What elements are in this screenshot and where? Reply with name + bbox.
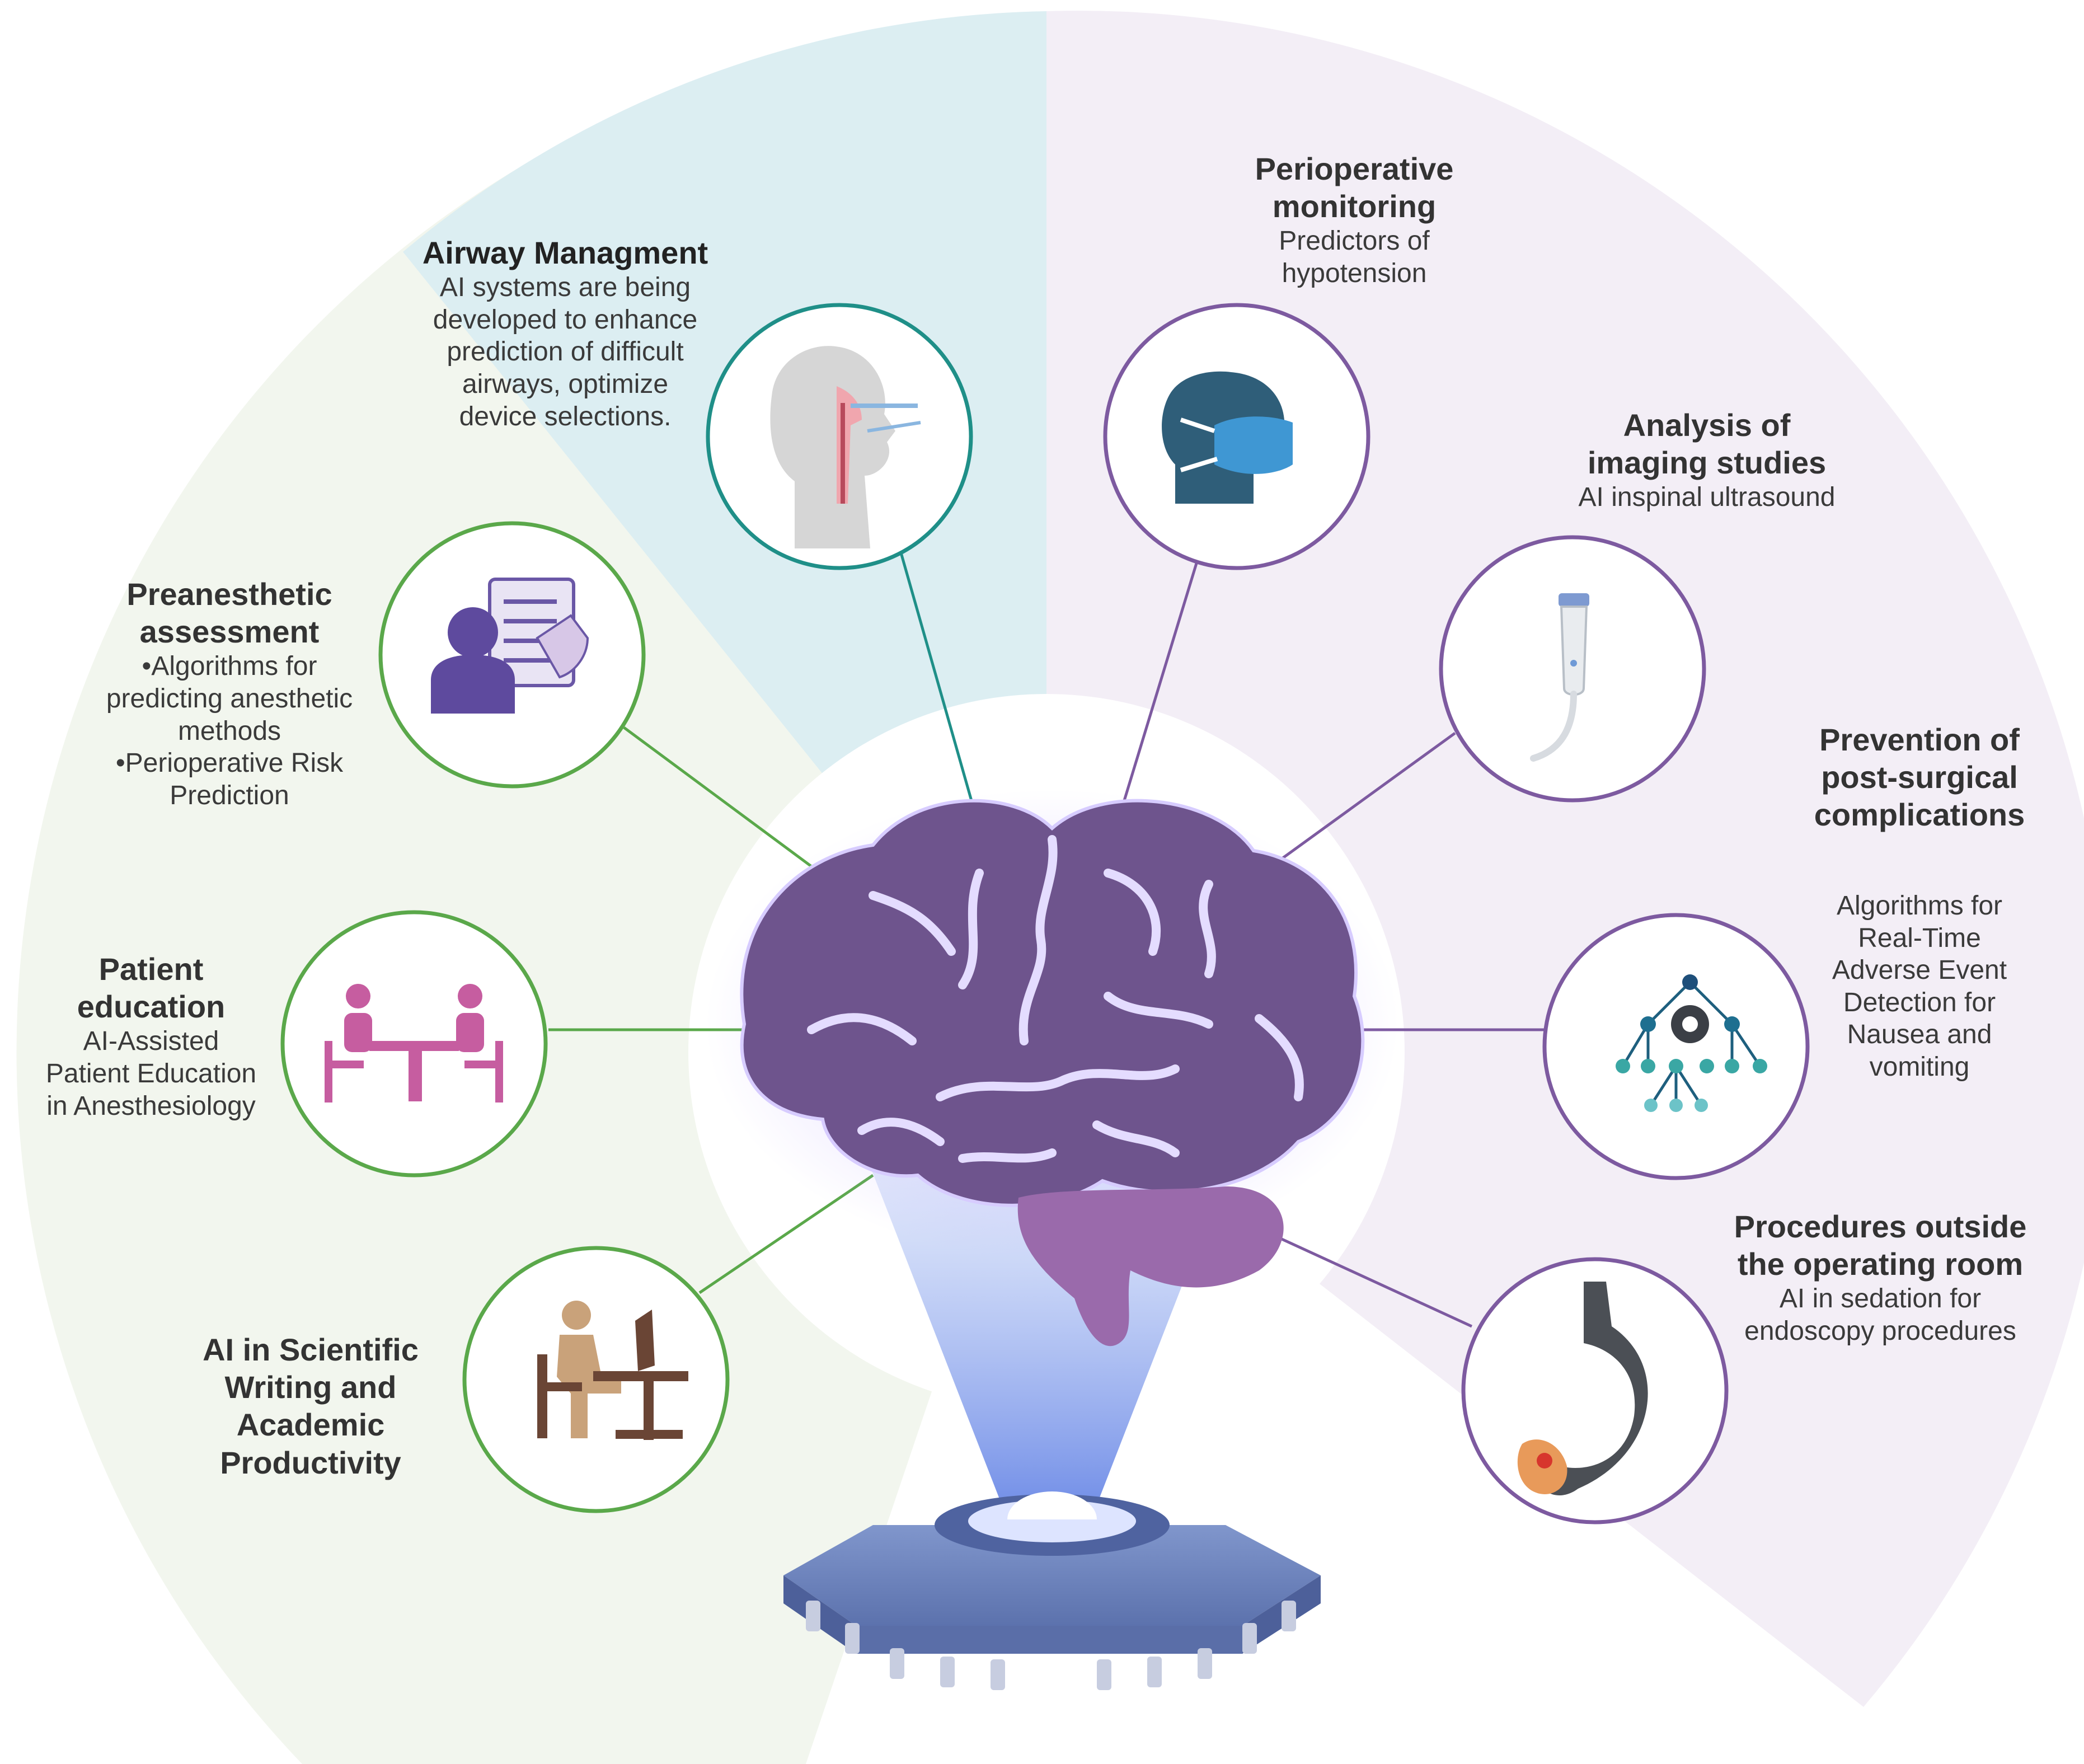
airway-line: device selections.	[459, 401, 672, 431]
procedures-line: AI in sedation for	[1779, 1284, 1982, 1314]
prevention-detail-label: Algorithms for Real-Time Adverse Event D…	[1768, 890, 2071, 1083]
education-line: in Anesthesiology	[46, 1091, 256, 1121]
imaging-title: imaging studies	[1587, 445, 1827, 481]
endoscopy-stomach-icon	[1517, 1282, 1648, 1495]
monitoring-label: Perioperative monitoring Predictors of h…	[1209, 150, 1500, 290]
monitoring-line: hypotension	[1282, 258, 1427, 288]
airway-line: airways, optimize	[462, 369, 669, 399]
preanesthetic-title: assessment	[139, 614, 320, 650]
preanesthetic-label: Preanesthetic assessment •Algorithms for…	[84, 575, 375, 811]
airway-line: AI systems are being	[439, 273, 691, 303]
procedures-label: Procedures outside the operating room AI…	[1712, 1208, 2048, 1348]
writing-title: Academic	[236, 1407, 385, 1443]
decision-tree-gear-icon	[1616, 974, 1767, 1112]
prevention-detail-line: Adverse Event	[1832, 955, 2007, 986]
procedures-line: endoscopy procedures	[1744, 1316, 2016, 1346]
prevention-detail-line: Detection for	[1843, 987, 1996, 1017]
imaging-line: AI inspinal ultrasound	[1578, 482, 1836, 513]
preanesthetic-line: predicting anesthetic	[106, 683, 353, 714]
preanesthetic-title: Preanesthetic	[126, 576, 332, 612]
procedures-title: the operating room	[1737, 1246, 2024, 1282]
prevention-detail-line: vomiting	[1869, 1052, 1970, 1082]
prevention-detail-line: Real-Time	[1858, 923, 1981, 953]
imaging-title: Analysis of	[1623, 407, 1791, 443]
prevention-title: complications	[1814, 797, 2025, 833]
ai-chip-illustration	[783, 1491, 1321, 1690]
airway-line: developed to enhance	[433, 304, 698, 335]
writing-title: AI in Scientific	[203, 1332, 419, 1367]
education-line: Patient Education	[45, 1058, 257, 1089]
writing-label: AI in Scientific Writing and Academic Pr…	[173, 1331, 448, 1481]
monitoring-title: monitoring	[1272, 189, 1437, 224]
prevention-title: Prevention of	[1819, 722, 2020, 757]
airway-title: Airway Managment	[422, 235, 708, 270]
prevention-title: post-surgical	[1821, 759, 2018, 795]
procedures-title: Procedures outside	[1734, 1209, 2027, 1244]
monitoring-line: Predictors of	[1279, 226, 1430, 256]
writing-title: Productivity	[220, 1444, 401, 1480]
prevention-detail-line: Nausea and	[1847, 1020, 1992, 1050]
ultrasound-probe-icon	[1530, 593, 1589, 762]
brain-illustration	[705, 789, 1399, 1347]
person-at-computer-icon	[537, 1301, 688, 1440]
airway-line: prediction of difficult	[447, 337, 684, 367]
writing-title: Writing and	[224, 1369, 397, 1405]
preanesthetic-line: Prediction	[170, 780, 289, 810]
airway-label: Airway Managment AI systems are being de…	[414, 234, 716, 433]
preanesthetic-line: methods	[177, 716, 281, 746]
consultation-table-icon	[325, 984, 503, 1102]
monitoring-title: Perioperative	[1255, 151, 1454, 186]
imaging-label: Analysis of imaging studies AI inspinal …	[1539, 406, 1875, 514]
preanesthetic-line: •Algorithms for	[142, 651, 317, 682]
education-label: Patient education AI-Assisted Patient Ed…	[22, 950, 280, 1122]
checklist-patient-icon	[431, 578, 589, 714]
prevention-detail-line: Algorithms for	[1836, 891, 2003, 921]
prevention-label: Prevention of post-surgical complication…	[1763, 721, 2076, 834]
preanesthetic-line: •Perioperative Risk	[115, 748, 344, 778]
education-title: education	[77, 989, 226, 1025]
airway-intubation-icon	[770, 346, 921, 548]
education-title: Patient	[98, 951, 204, 987]
education-line: AI-Assisted	[83, 1026, 219, 1057]
prevention-circle	[1542, 913, 1810, 1180]
masked-head-icon	[1162, 371, 1293, 504]
